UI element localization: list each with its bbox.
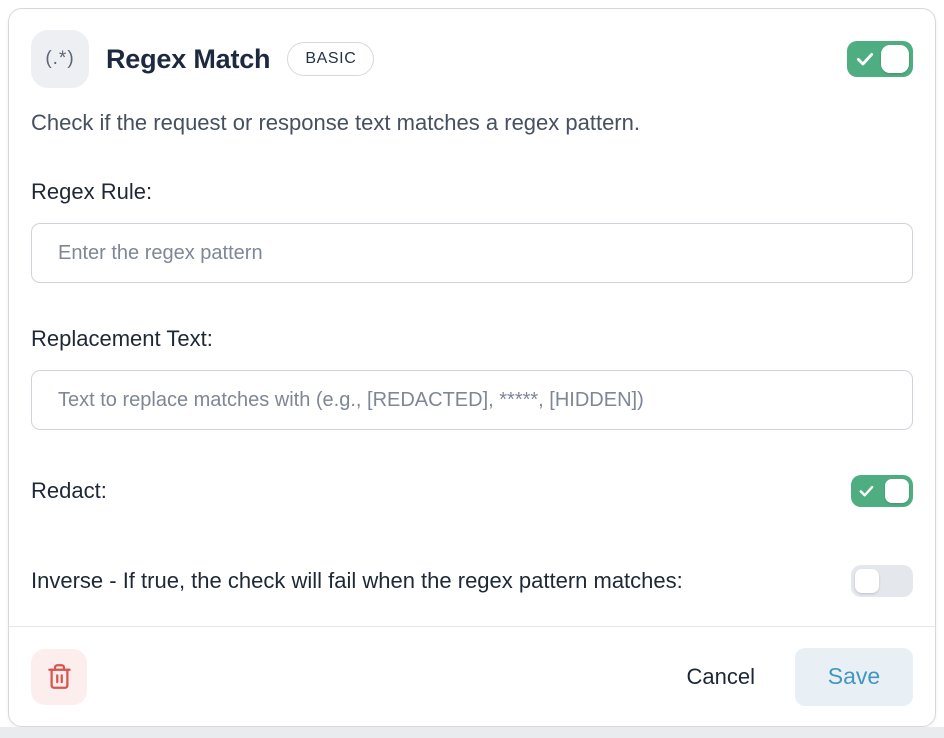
redact-toggle[interactable] [851, 475, 913, 507]
delete-button[interactable] [31, 648, 87, 705]
basic-badge: BASIC [287, 42, 375, 76]
redact-row: Redact: [31, 475, 913, 507]
regex-icon: (.*) [31, 30, 89, 88]
save-button[interactable]: Save [795, 647, 913, 706]
inverse-row: Inverse - If true, the check will fail w… [31, 565, 913, 597]
regex-match-card: (.*) Regex Match BASIC Check if the requ… [8, 8, 936, 727]
replacement-text-label: Replacement Text: [31, 326, 213, 351]
card-title: Regex Match [106, 43, 271, 74]
check-icon [859, 485, 874, 497]
inverse-toggle[interactable] [851, 565, 913, 597]
card-header: (.*) Regex Match BASIC [31, 30, 913, 88]
footer-actions: Cancel Save [686, 647, 913, 706]
regex-rule-label: Regex Rule: [31, 179, 153, 204]
redact-label: Redact: [31, 478, 107, 503]
cancel-button[interactable]: Cancel [686, 663, 755, 689]
card-footer: Cancel Save [9, 626, 935, 726]
enabled-toggle[interactable] [847, 41, 913, 77]
regex-icon-glyph: (.*) [45, 48, 75, 69]
replacement-text-input[interactable] [31, 370, 913, 430]
toggle-knob [885, 479, 909, 503]
trash-icon [47, 664, 71, 689]
card-description: Check if the request or response text ma… [31, 110, 640, 135]
inverse-label: Inverse - If true, the check will fail w… [31, 568, 683, 593]
page-background-strip [0, 727, 944, 738]
regex-rule-input[interactable] [31, 223, 913, 283]
check-icon [856, 53, 874, 66]
toggle-knob [855, 569, 879, 593]
toggle-knob [881, 45, 909, 73]
